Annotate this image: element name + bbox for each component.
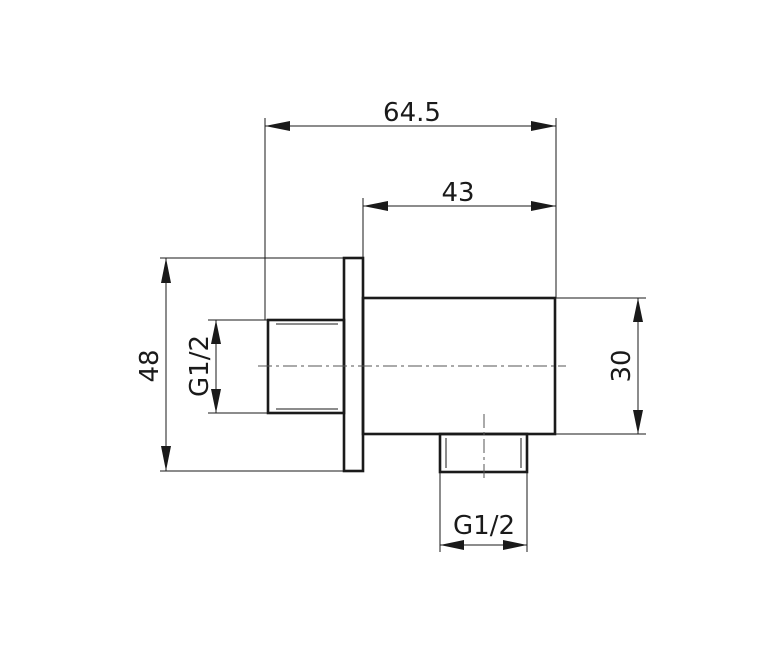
dimension-outlet-thread: G1/2 <box>440 511 527 550</box>
dimension-inlet-thread: G1/2 <box>185 320 221 413</box>
dimension-label-body-length: 43 <box>441 178 474 208</box>
part-outline <box>266 256 557 474</box>
dimension-label-overall-length: 64.5 <box>383 98 441 128</box>
dimension-label-plate-height: 48 <box>135 349 165 382</box>
wall-plate <box>342 256 365 473</box>
dimension-overall-length: 64.5 <box>265 98 556 131</box>
extension-lines <box>160 118 646 552</box>
dimension-plate-height: 48 <box>135 258 171 471</box>
dimension-body-length: 43 <box>363 178 556 211</box>
dimension-body-height: 30 <box>607 298 643 434</box>
inlet-nipple <box>266 318 346 415</box>
dimension-label-body-height: 30 <box>607 349 637 382</box>
dimension-label-outlet-thread: G1/2 <box>453 511 515 541</box>
dimension-label-inlet-thread: G1/2 <box>185 335 215 397</box>
